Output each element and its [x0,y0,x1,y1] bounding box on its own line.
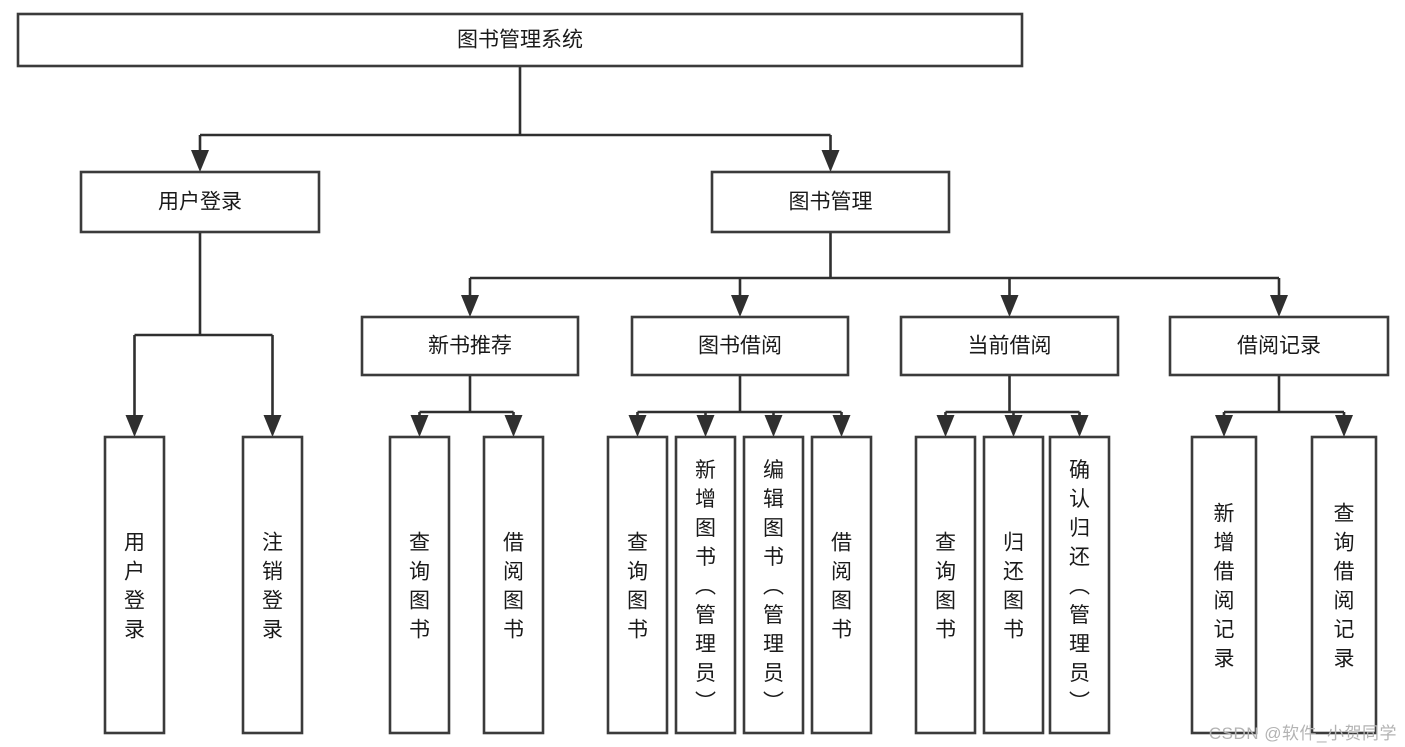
leaf-node-12-label: 查询借阅记录 [1334,503,1355,671]
leaf-node-1-box[interactable] [241,435,304,735]
leaf-node-2-box[interactable] [388,435,451,735]
leaf-node-9-box[interactable] [982,435,1045,735]
root-node-label: 图书管理系统 [457,29,583,52]
leaf-node-3-label: 借阅图书 [503,532,524,642]
leaf-node-11-box[interactable] [1190,435,1258,735]
leaf-node-9-label: 归还图书 [1003,532,1024,642]
arrow-head-icon [696,415,715,437]
arrow-head-icon [125,415,144,437]
root-node-box[interactable] [16,12,1024,68]
arrow-head-icon [263,415,282,437]
arrow-head-icon [1070,415,1089,437]
leaf-node-7-label: 借阅图书 [831,532,852,642]
leaf-node-4-label: 查询图书 [627,532,648,642]
arrow-head-icon [504,415,523,437]
leaf-node-12-box[interactable] [1310,435,1378,735]
level3-node-2-box[interactable] [899,315,1120,377]
leaf-node-2-label: 查询图书 [409,532,430,642]
arrow-head-icon [832,415,851,437]
arrow-head-icon [628,415,647,437]
leaf-node-6-label: 编辑图书︵管理员︶ [763,459,784,714]
level3-node-1-box[interactable] [630,315,850,377]
leaf-node-1-label: 注销登录 [262,532,283,642]
arrow-head-icon [821,150,840,172]
leaf-node-8-label: 查询图书 [935,532,956,642]
level3-node-1-label: 图书借阅 [698,335,782,358]
level3-node-3-box[interactable] [1168,315,1390,377]
arrow-head-icon [1215,415,1233,437]
arrow-head-icon [461,295,479,317]
level3-node-3-label: 借阅记录 [1237,335,1321,358]
leaf-node-0-label: 用户登录 [124,532,145,642]
level3-node-0-box[interactable] [360,315,580,377]
level2-node-1-label: 图书管理 [789,191,873,214]
leaf-node-5-box[interactable] [674,435,737,735]
leaf-node-5-label: 新增图书︵管理员︶ [695,459,716,714]
arrow-head-icon [191,150,209,172]
leaf-node-7-box[interactable] [810,435,873,735]
arrow-head-icon [1270,295,1288,317]
arrow-head-icon [731,295,749,317]
edge-layer [125,66,1353,437]
leaf-node-3-box[interactable] [482,435,545,735]
leaf-node-11-label: 新增借阅记录 [1214,503,1235,671]
level2-node-1-box[interactable] [710,170,951,234]
arrow-head-icon [1000,295,1019,317]
level2-node-0-box[interactable] [79,170,321,234]
leaf-node-10-box[interactable] [1048,435,1111,735]
arrow-head-icon [1004,415,1023,437]
level3-node-2-label: 当前借阅 [968,335,1052,358]
leaf-node-4-box[interactable] [606,435,669,735]
level2-node-0-label: 用户登录 [158,191,242,214]
level3-node-0-label: 新书推荐 [428,335,512,358]
watermark-text: CSDN @软件_小贺同学 [1208,724,1397,743]
leaf-node-0-box[interactable] [103,435,166,735]
node-layer: 图书管理系统用户登录图书管理新书推荐图书借阅当前借阅借阅记录用户登录注销登录查询… [16,12,1390,735]
arrow-head-icon [410,415,429,437]
leaf-node-6-box[interactable] [742,435,805,735]
arrow-head-icon [1335,415,1353,437]
arrow-head-icon [936,415,955,437]
leaf-node-10-label: 确认归还︵管理员︶ [1069,459,1090,714]
arrow-head-icon [764,415,783,437]
leaf-node-8-box[interactable] [914,435,977,735]
